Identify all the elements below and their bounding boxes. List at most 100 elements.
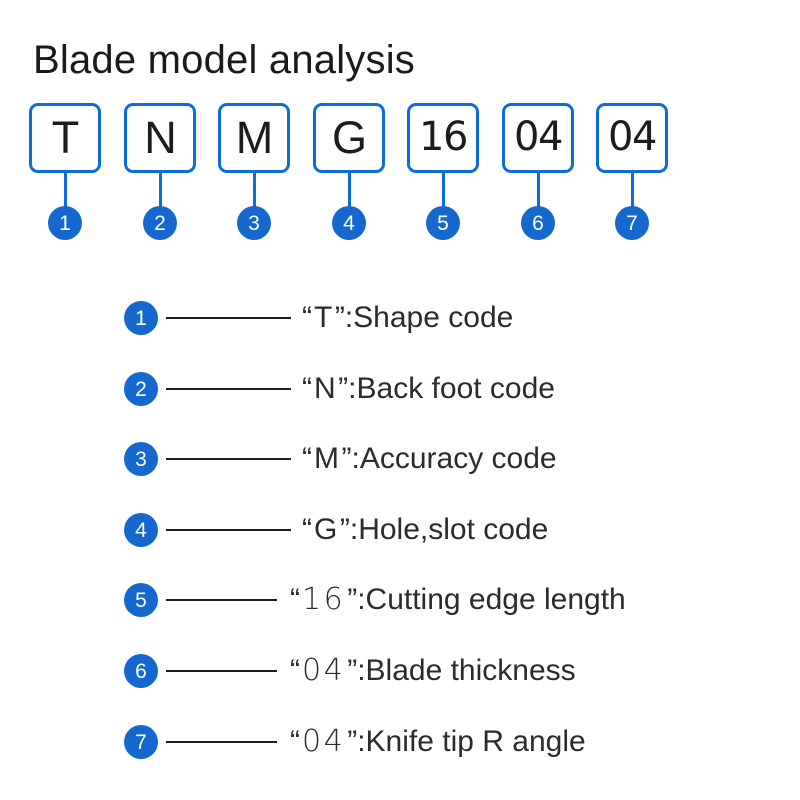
legend-marker-badge-5: 5 bbox=[124, 583, 158, 617]
close-quote-glyph: ” bbox=[338, 372, 349, 405]
code-box-value: M bbox=[235, 111, 273, 163]
legend-description-5: “16”:Cutting edge length bbox=[290, 579, 626, 621]
legend-description-text: Hole,slot code bbox=[358, 513, 549, 546]
legend-code-value: 04 bbox=[302, 653, 346, 688]
connector-line-2 bbox=[159, 173, 162, 209]
code-box-6: 04 bbox=[502, 103, 574, 173]
legend-leader-line bbox=[166, 458, 291, 460]
close-quote-glyph: ” bbox=[347, 654, 358, 687]
code-box-1: T bbox=[29, 103, 101, 173]
code-box-value: 04 bbox=[514, 114, 563, 160]
close-quote-glyph: ” bbox=[334, 301, 345, 334]
legend-description-1: “T”:Shape code bbox=[302, 297, 513, 339]
close-quote-glyph: ” bbox=[339, 513, 350, 546]
legend-row: 2 “N”:Back foot code bbox=[0, 372, 800, 416]
legend-leader-line bbox=[166, 599, 277, 601]
legend-code-value: 04 bbox=[302, 724, 346, 759]
legend-description-2: “N”:Back foot code bbox=[302, 368, 555, 410]
legend-description-text: Knife tip R angle bbox=[365, 725, 586, 758]
code-box-7: 04 bbox=[596, 103, 668, 173]
marker-badge-7: 7 bbox=[615, 206, 649, 240]
legend-separator: : bbox=[344, 301, 354, 334]
close-quote-glyph: ” bbox=[341, 442, 352, 475]
marker-badge-6: 6 bbox=[521, 206, 555, 240]
legend-code-value: T bbox=[314, 301, 333, 334]
legend-code-value: M bbox=[314, 442, 340, 475]
legend-code-value: N bbox=[314, 372, 337, 405]
open-quote-glyph: “ bbox=[302, 372, 312, 405]
close-quote-glyph: ” bbox=[347, 583, 358, 616]
legend-description-text: Blade thickness bbox=[365, 654, 576, 687]
code-box-value: 16 bbox=[419, 114, 468, 160]
legend-leader-line bbox=[166, 670, 277, 672]
marker-badge-2: 2 bbox=[143, 206, 177, 240]
legend-description-4: “G”:Hole,slot code bbox=[302, 509, 548, 551]
code-box-2: N bbox=[124, 103, 196, 173]
open-quote-glyph: “ bbox=[290, 583, 300, 616]
code-box-value: G bbox=[331, 111, 367, 163]
legend-marker-badge-4: 4 bbox=[124, 513, 158, 547]
code-box-4: G bbox=[313, 103, 385, 173]
code-box-cell-7: 04 7 bbox=[596, 103, 668, 243]
legend-description-text: Shape code bbox=[353, 301, 514, 334]
code-box-5: 16 bbox=[407, 103, 479, 173]
legend-row: 4 “G”:Hole,slot code bbox=[0, 513, 800, 557]
marker-badge-1: 1 bbox=[48, 206, 82, 240]
legend-marker-badge-1: 1 bbox=[124, 301, 158, 335]
connector-line-1 bbox=[64, 173, 67, 209]
legend-marker-badge-3: 3 bbox=[124, 442, 158, 476]
code-box-value: 04 bbox=[608, 114, 657, 160]
legend-code-value: G bbox=[314, 513, 338, 546]
code-box-value: N bbox=[144, 111, 176, 163]
legend-leader-line bbox=[166, 529, 291, 531]
legend-row: 7 “04”:Knife tip R angle bbox=[0, 724, 800, 769]
open-quote-glyph: “ bbox=[290, 654, 300, 687]
legend-separator: : bbox=[351, 442, 360, 475]
open-quote-glyph: “ bbox=[290, 725, 300, 758]
legend-marker-badge-6: 6 bbox=[124, 654, 158, 688]
legend-description-7: “04”:Knife tip R angle bbox=[290, 721, 586, 763]
legend-code-value: 16 bbox=[302, 582, 346, 617]
legend-description-text: Back foot code bbox=[356, 372, 555, 405]
connector-line-4 bbox=[348, 173, 351, 209]
legend-separator: : bbox=[357, 583, 366, 616]
close-quote-glyph: ” bbox=[347, 725, 358, 758]
connector-line-6 bbox=[537, 173, 540, 209]
marker-badge-4: 4 bbox=[332, 206, 366, 240]
legend-separator: : bbox=[349, 513, 359, 546]
page-title: Blade model analysis bbox=[33, 38, 415, 82]
legend-row: 3 “M”:Accuracy code bbox=[0, 442, 800, 486]
open-quote-glyph: “ bbox=[302, 513, 312, 546]
legend-separator: : bbox=[348, 372, 357, 405]
code-box-value: T bbox=[51, 111, 79, 163]
legend-description-text: Accuracy code bbox=[359, 442, 557, 475]
marker-badge-5: 5 bbox=[426, 206, 460, 240]
legend-leader-line bbox=[166, 741, 277, 743]
open-quote-glyph: “ bbox=[302, 301, 312, 334]
connector-line-5 bbox=[442, 173, 445, 209]
connector-line-3 bbox=[253, 173, 256, 209]
legend-marker-badge-2: 2 bbox=[124, 372, 158, 406]
legend-leader-line bbox=[166, 317, 291, 319]
legend-separator: : bbox=[357, 725, 366, 758]
legend-row: 6 “04”:Blade thickness bbox=[0, 653, 800, 698]
legend-description-6: “04”:Blade thickness bbox=[290, 650, 576, 692]
legend-description-text: Cutting edge length bbox=[365, 583, 626, 616]
marker-badge-3: 3 bbox=[237, 206, 271, 240]
code-box-cell-6: 04 6 bbox=[502, 103, 574, 243]
code-box-3: M bbox=[218, 103, 290, 173]
legend-marker-badge-7: 7 bbox=[124, 725, 158, 759]
connector-line-7 bbox=[631, 173, 634, 209]
legend-separator: : bbox=[357, 654, 366, 687]
open-quote-glyph: “ bbox=[302, 442, 312, 475]
code-box-cell-5: 16 5 bbox=[407, 103, 479, 243]
legend-row: 1 “T”:Shape code bbox=[0, 301, 800, 345]
legend-description-3: “M”:Accuracy code bbox=[302, 438, 557, 480]
